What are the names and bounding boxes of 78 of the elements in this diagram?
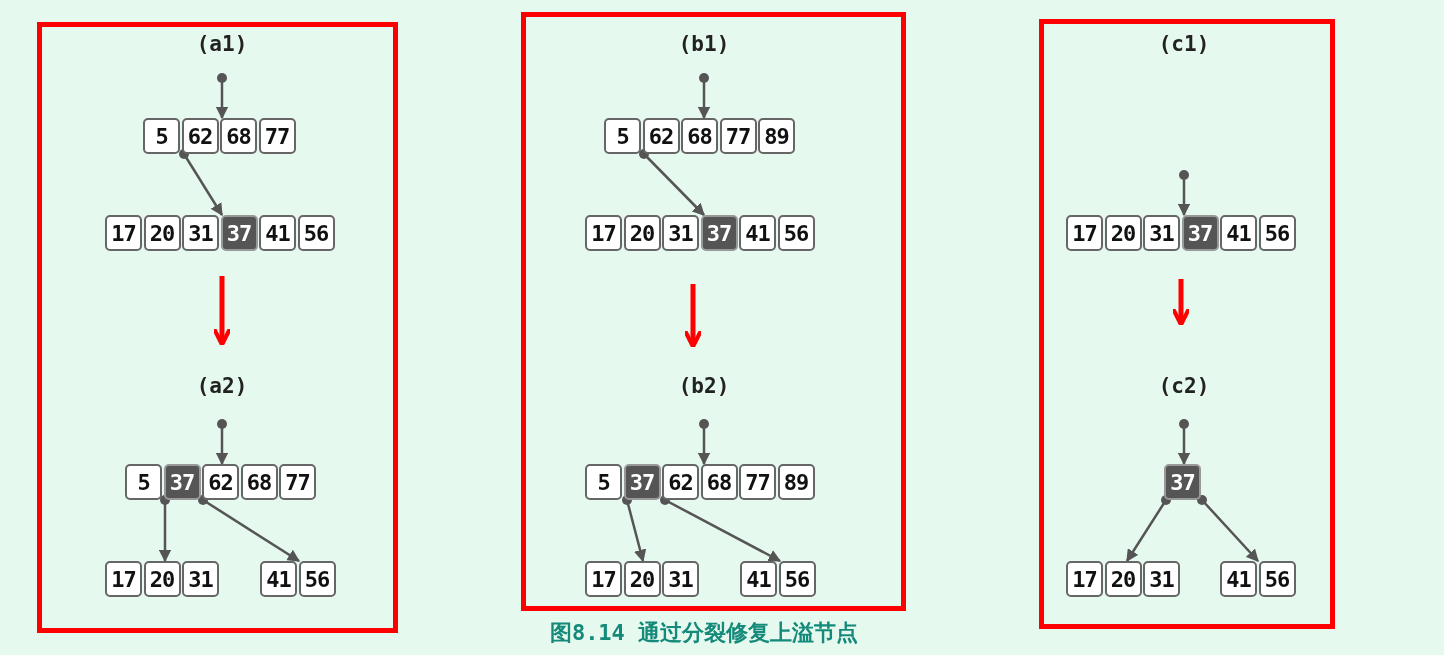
- key-cell: 20: [623, 215, 661, 251]
- pointer-arrow: [215, 419, 229, 466]
- key-cell: 20: [1104, 215, 1142, 251]
- pointer-arrow: [697, 73, 711, 120]
- key-cell: 62: [202, 464, 239, 500]
- highlighted-key-cell: 37: [1164, 464, 1201, 500]
- highlighted-key-cell: 37: [163, 464, 201, 500]
- key-cell: 56: [298, 561, 336, 597]
- pointer-arrow: [1197, 495, 1259, 562]
- panel-label: (c2): [1158, 374, 1210, 398]
- key-cell: 41: [739, 215, 776, 251]
- key-cell: 20: [1104, 561, 1142, 597]
- panel-frame: [1039, 19, 1335, 629]
- key-cell: 5: [585, 464, 622, 500]
- key-cell: 17: [105, 215, 142, 251]
- key-cell: 68: [220, 118, 257, 154]
- panel-label: (a1): [196, 32, 248, 56]
- panel-label: (b1): [678, 32, 730, 56]
- pointer-arrow: [1177, 419, 1191, 466]
- key-cell: 31: [1143, 561, 1180, 597]
- panel-label: (b2): [678, 374, 730, 398]
- key-cell: 77: [279, 464, 316, 500]
- figure-caption: 图8.14 通过分裂修复上溢节点: [549, 619, 859, 647]
- key-cell: 41: [259, 215, 296, 251]
- key-cell: 68: [681, 118, 718, 154]
- key-cell: 20: [143, 561, 181, 597]
- key-cell: 41: [740, 561, 777, 597]
- pointer-arrow: [622, 495, 647, 563]
- key-cell: 20: [143, 215, 181, 251]
- key-cell: 5: [604, 118, 641, 154]
- highlighted-key-cell: 37: [700, 215, 738, 251]
- key-cell: 68: [240, 464, 278, 500]
- pointer-arrow: [158, 495, 172, 563]
- key-cell: 56: [297, 215, 335, 251]
- key-cell: 62: [662, 464, 699, 500]
- pointer-arrow: [660, 495, 782, 563]
- key-cell: 17: [1066, 561, 1103, 597]
- highlighted-key-cell: 37: [220, 215, 258, 251]
- key-cell: 77: [258, 118, 296, 154]
- key-cell: 89: [758, 118, 795, 154]
- key-cell: 17: [585, 561, 622, 597]
- key-cell: 68: [700, 464, 738, 500]
- key-cell: 41: [1220, 215, 1257, 251]
- key-cell: 41: [260, 561, 297, 597]
- pointer-arrow: [1125, 495, 1171, 563]
- key-cell: 31: [662, 561, 699, 597]
- key-cell: 31: [182, 561, 219, 597]
- key-cell: 77: [719, 118, 757, 154]
- key-cell: 56: [777, 215, 815, 251]
- key-cell: 5: [125, 464, 162, 500]
- key-cell: 77: [739, 464, 776, 500]
- key-cell: 5: [143, 118, 180, 154]
- pointer-arrow: [179, 149, 224, 217]
- panel-label: (c1): [1158, 32, 1210, 56]
- key-cell: 56: [778, 561, 816, 597]
- panel-frame: [37, 22, 398, 633]
- key-cell: 31: [662, 215, 699, 251]
- key-cell: 31: [182, 215, 219, 251]
- key-cell: 20: [623, 561, 661, 597]
- key-cell: 56: [1258, 215, 1296, 251]
- pointer-arrow: [215, 73, 229, 120]
- key-cell: 31: [1143, 215, 1180, 251]
- pointer-arrow: [697, 419, 711, 466]
- key-cell: 17: [105, 561, 142, 597]
- key-cell: 41: [1220, 561, 1257, 597]
- pointer-arrow: [639, 149, 705, 216]
- key-cell: 17: [585, 215, 622, 251]
- highlighted-key-cell: 37: [623, 464, 661, 500]
- key-cell: 62: [642, 118, 680, 154]
- key-cell: 17: [1066, 215, 1103, 251]
- highlighted-key-cell: 37: [1181, 215, 1219, 251]
- key-cell: 62: [181, 118, 219, 154]
- pointer-arrow: [1177, 170, 1191, 217]
- pointer-arrow: [198, 495, 301, 563]
- panel-frame: [521, 12, 906, 611]
- key-cell: 56: [1258, 561, 1296, 597]
- panel-label: (a2): [196, 374, 248, 398]
- key-cell: 89: [777, 464, 815, 500]
